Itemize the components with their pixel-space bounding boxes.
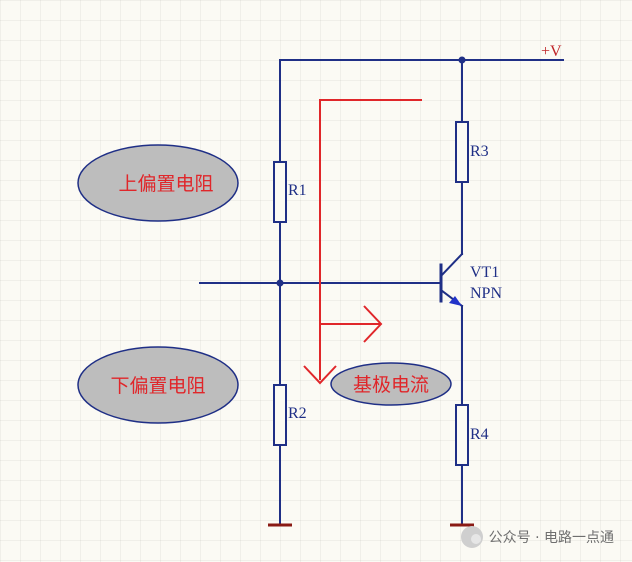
transistor-type: NPN (470, 285, 502, 302)
transistor-name: VT1 (470, 264, 499, 281)
base-current-arrowhead (363, 305, 383, 343)
resistor-r2-label: R2 (288, 405, 307, 422)
resistor-r4 (455, 404, 469, 466)
upper-bias-callout (77, 144, 239, 222)
current-down-arrowhead (303, 365, 337, 385)
current-path-line (319, 99, 422, 380)
resistor-r1-label: R1 (288, 182, 307, 199)
wechat-icon (460, 526, 483, 548)
resistor-r1 (273, 161, 287, 223)
lower-bias-callout-text: 下偏置电阻 (110, 375, 205, 397)
upper-bias-callout-text: 上偏置电阻 (118, 173, 213, 195)
resistor-r2 (273, 384, 287, 446)
resistor-r3-label: R3 (470, 143, 489, 160)
watermark: 公众号 · 电路一点通 (460, 526, 614, 548)
supply-label: +V (541, 43, 562, 60)
base-current-callout (330, 362, 452, 406)
emitter-arrow-icon (449, 296, 462, 306)
resistor-r4-label: R4 (470, 426, 489, 443)
watermark-text: 公众号 · 电路一点通 (488, 530, 614, 546)
lower-bias-callout (77, 346, 239, 424)
resistor-r3 (455, 121, 469, 183)
transistor-vt1 (439, 252, 464, 308)
base-current-callout-text: 基极电流 (353, 374, 429, 396)
base-junction-node (276, 279, 284, 287)
